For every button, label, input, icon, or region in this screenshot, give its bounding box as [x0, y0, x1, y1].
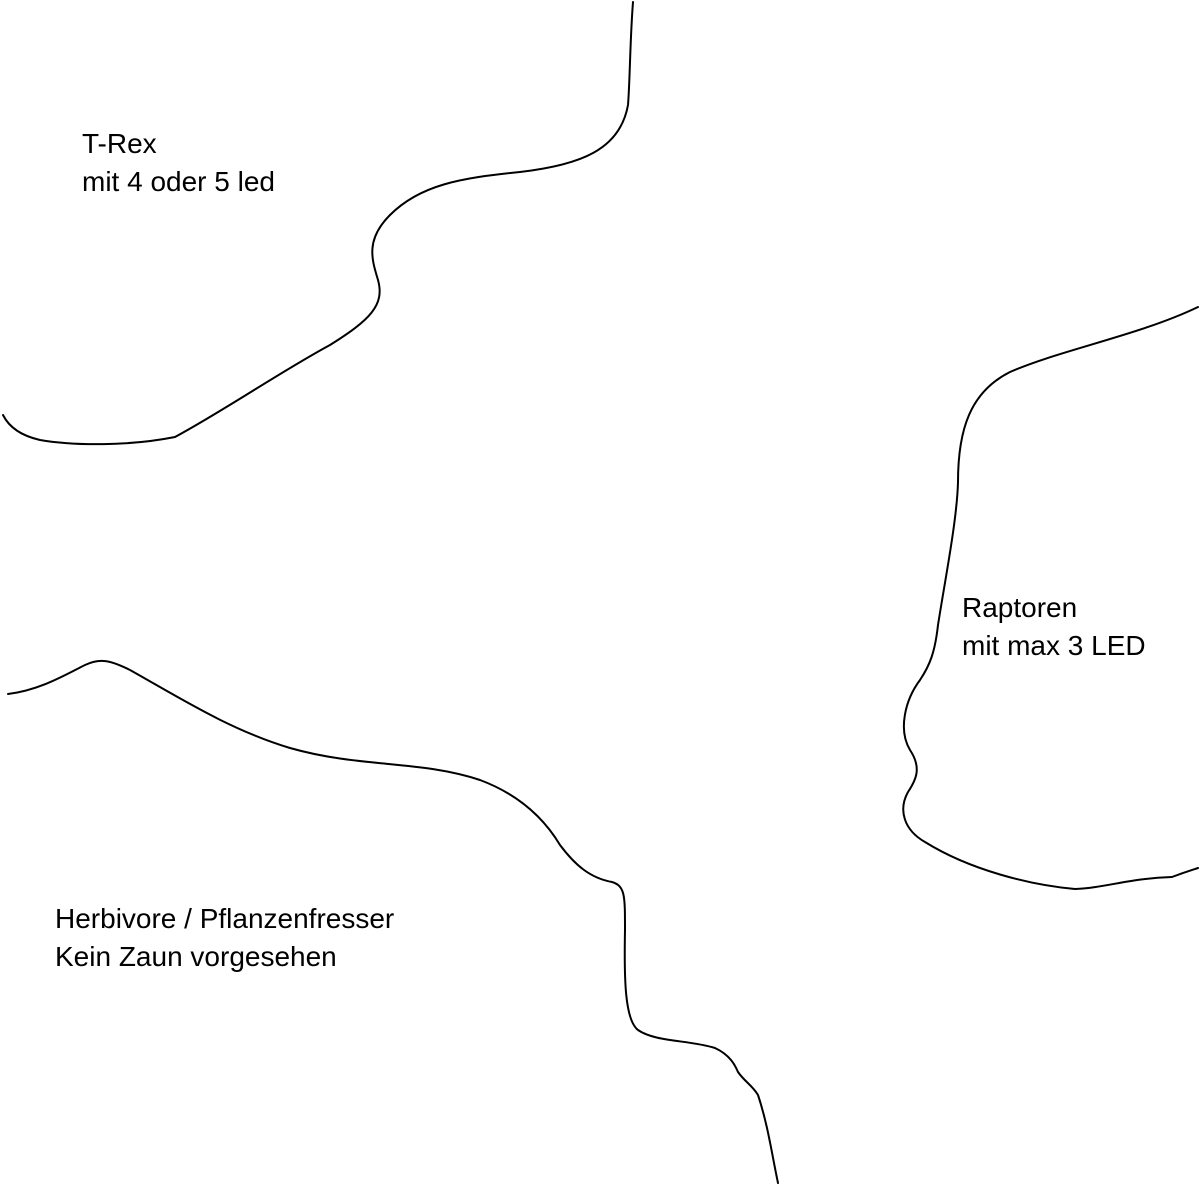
herbivore-zone-note: Kein Zaun vorgesehen: [55, 941, 337, 972]
raptoren-zone-label: Raptoren mit max 3 LED: [962, 589, 1146, 665]
herbivore-boundary-line: [7, 659, 779, 1184]
herbivore-zone-label: Herbivore / Pflanzenfresser Kein Zaun vo…: [55, 900, 394, 976]
raptoren-zone-note: mit max 3 LED: [962, 630, 1146, 661]
trex-fence-line: [2, 1, 634, 446]
raptoren-zone-name: Raptoren: [962, 592, 1078, 623]
trex-zone-name: T-Rex: [82, 128, 157, 159]
raptoren-fence-line: [902, 306, 1199, 890]
herbivore-zone-name: Herbivore / Pflanzenfresser: [55, 903, 395, 934]
trex-zone-label: T-Rex mit 4 oder 5 led: [82, 125, 275, 201]
trex-zone-note: mit 4 oder 5 led: [82, 166, 275, 197]
